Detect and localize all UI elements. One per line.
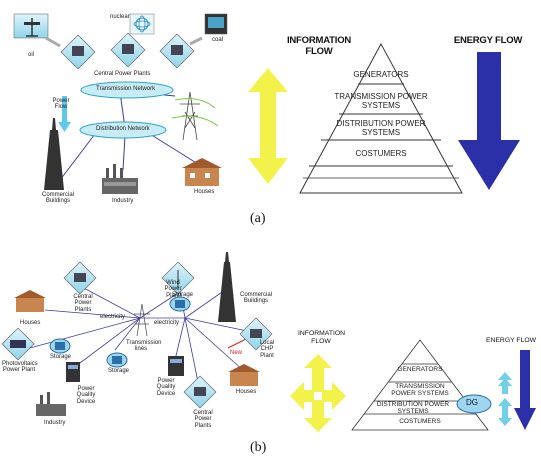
- pyramid-a-distribution: DISTRIBUTION POWER SYSTEMS: [336, 119, 426, 137]
- photovoltaics-icon: [1, 327, 35, 361]
- storage-icon: [169, 296, 191, 312]
- distribution-network-ellipse: [79, 121, 167, 139]
- transmission-lines-label: Transmission lines: [126, 340, 162, 353]
- transmission-tower-icon: [134, 303, 150, 337]
- new-label: New: [230, 350, 243, 356]
- houses-right-label: Houses: [236, 389, 257, 395]
- central-power-plant-icon: [159, 33, 195, 69]
- pyramid-b: [351, 339, 489, 431]
- dg-bidirectional-arrows: [498, 372, 512, 426]
- information-flow-label-a: INFORMATION FLOW: [286, 35, 352, 57]
- energy-flow-arrow-a: [458, 52, 520, 190]
- industry-icon: [102, 164, 138, 194]
- pyramid-a-transmission: TRANSMISSION POWER SYSTEMS: [334, 92, 428, 110]
- pyramid-b-generators: GENERATORS: [397, 366, 443, 373]
- houses-left-label: Houses: [20, 320, 41, 326]
- photovoltaics-label: Photovoltaics Power Plant: [2, 361, 38, 374]
- pyramid-b-distribution: DISTRIBUTION POWER SYSTEMS: [376, 401, 450, 416]
- dg-ellipse: [456, 394, 492, 414]
- electricity-right-label: electricity: [154, 320, 180, 326]
- panel-b-network: [1, 252, 273, 416]
- central-power-plant-icon: [63, 261, 97, 295]
- wind-power-plant-icon: [161, 261, 195, 295]
- power-quality-device-right-label: Power Quality Device: [156, 378, 176, 397]
- transmission-network-label: Transmission Network: [96, 86, 156, 92]
- power-quality-device-icon: [66, 362, 80, 382]
- industry-b-label: Industry: [44, 420, 66, 426]
- commercial-buildings-icon: [44, 118, 64, 190]
- storage-icon: [106, 352, 128, 368]
- distribution-network-label: Distribution Network: [96, 126, 150, 132]
- wind-power-plant-label: Wind Power Plant: [164, 280, 182, 299]
- nuclear-icon: [129, 13, 155, 35]
- dg-label: DG: [466, 398, 478, 407]
- pyramid-a-generators: GENERATORS: [353, 70, 409, 79]
- central-power-plant-icon: [110, 32, 146, 68]
- nuclear-label: nuclear: [110, 14, 130, 20]
- information-flow-arrow-b: [290, 354, 346, 432]
- power-quality-device-icon: [168, 356, 184, 376]
- storage-left-label: Storage: [50, 354, 72, 360]
- industry-icon: [36, 392, 66, 416]
- central-power-plants-top-label: Central Power Plants: [73, 294, 93, 313]
- central-power-plants-bottom-label: Central Power Plants: [193, 410, 213, 429]
- commercial-buildings-label: Commercial Buildings: [41, 192, 74, 205]
- commercial-buildings-b-label: Commercial Buildings: [239, 292, 272, 305]
- oil-arrow: [45, 36, 61, 48]
- houses-icon: [14, 290, 46, 312]
- oil-derrick-icon: [13, 13, 49, 39]
- panel-a-network: [13, 13, 228, 194]
- power-flow-label: Power Flow: [52, 98, 70, 111]
- coal-icon: [204, 13, 228, 35]
- central-power-plants-label: Central Power Plants: [94, 71, 151, 77]
- oil-label: oil: [28, 52, 35, 58]
- pyramid-a-costumers: COSTUMERS: [355, 149, 407, 158]
- energy-flow-label-a: ENERGY FLOW: [453, 35, 523, 46]
- pyramid-a: [299, 42, 463, 194]
- commercial-buildings-icon: [218, 252, 236, 322]
- coal-label: coal: [212, 37, 224, 43]
- caption-b: (b): [250, 440, 267, 455]
- local-chp-plant-icon: [239, 317, 273, 351]
- power-quality-device-left-label: Power Quality Device: [76, 386, 96, 405]
- coal-arrow: [189, 36, 203, 46]
- information-flow-label-b: INFORMATION FLOW: [298, 330, 346, 345]
- houses-icon: [182, 158, 222, 186]
- information-flow-arrow-a: [248, 68, 288, 184]
- central-power-plant-icon: [60, 34, 96, 70]
- caption-a: (a): [250, 211, 266, 226]
- central-power-plant-icon: [183, 375, 217, 409]
- storage-right-label: Storage: [172, 292, 194, 298]
- energy-flow-arrow-b: [514, 350, 536, 430]
- power-flow-arrow: [58, 96, 71, 132]
- transmission-tower-icon: [171, 91, 219, 141]
- pyramid-b-costumers: COSTUMERS: [399, 418, 441, 425]
- energy-flow-label-b: ENERGY FLOW: [485, 337, 537, 344]
- storage-center-label: Storage: [108, 368, 130, 374]
- storage-icon: [49, 338, 71, 354]
- houses-label: Houses: [194, 189, 215, 195]
- electricity-left-label: electricity: [100, 314, 126, 320]
- houses-icon: [228, 364, 260, 386]
- transmission-network-ellipse: [80, 81, 174, 99]
- pyramid-b-transmission: TRANSMISSION POWER SYSTEMS: [391, 383, 449, 398]
- industry-label: Industry: [112, 198, 134, 204]
- local-chp-plant-label: Local CHP Plant: [259, 340, 275, 359]
